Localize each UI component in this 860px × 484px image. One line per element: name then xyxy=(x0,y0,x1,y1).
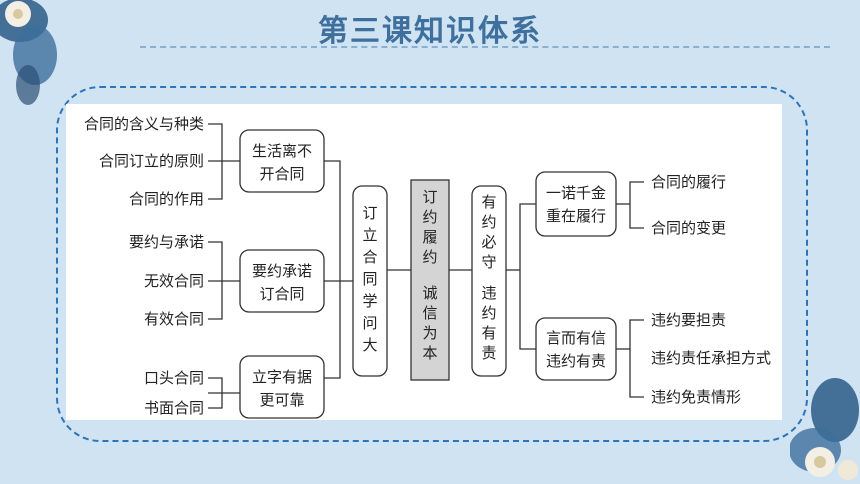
center-left-text: 订 立 合 同 学 问 大 xyxy=(362,204,377,354)
center-right-char: 有 xyxy=(481,324,496,342)
box-offer-accept-line1: 要约承诺 xyxy=(252,262,312,280)
leaf-exemption-cases: 违约免责情形 xyxy=(651,388,741,406)
center-right-char: 有 xyxy=(481,193,496,211)
center-main-char: 信 xyxy=(422,304,437,322)
center-left-char: 合 xyxy=(362,248,377,266)
leaf-contract-meaning: 合同的含义与种类 xyxy=(84,115,204,133)
page-title: 第三课知识体系 xyxy=(318,14,542,49)
box-center-left xyxy=(352,185,388,377)
box-keep-promise-line2: 重在履行 xyxy=(546,207,606,225)
center-main-char: 约 xyxy=(422,248,437,266)
leaf-offer-acceptance: 要约与承诺 xyxy=(129,233,204,251)
center-main-char: 为 xyxy=(422,324,437,342)
center-right-char: 违 xyxy=(481,284,496,302)
box-life-contract-line1: 生活离不 xyxy=(252,142,312,160)
center-main-char: 诚 xyxy=(422,284,437,302)
dashed-frame xyxy=(56,86,808,442)
boxes xyxy=(239,129,617,419)
box-written-reliable xyxy=(239,355,325,419)
center-left-char: 学 xyxy=(362,292,377,310)
leaf-contract-performance: 合同的履行 xyxy=(651,173,726,191)
center-main-char: 履 xyxy=(422,228,437,246)
connectors xyxy=(208,123,644,409)
leaf-written-contract: 书面合同 xyxy=(144,399,204,417)
box-life-contract xyxy=(239,129,325,193)
center-main-text: 订 约 履 约 诚 信 为 本 xyxy=(422,188,437,362)
box-written-reliable-line1: 立字有据 xyxy=(252,368,312,386)
box-breach-liability-line1: 言而有信 xyxy=(546,329,606,347)
center-left-char: 立 xyxy=(362,226,377,244)
box-breach-liability xyxy=(535,317,617,381)
center-right-char: 约 xyxy=(481,304,496,322)
leaf-contract-role: 合同的作用 xyxy=(129,190,204,208)
box-life-contract-line2: 开合同 xyxy=(259,165,304,183)
center-left-char: 问 xyxy=(362,314,377,332)
center-main-char: 本 xyxy=(422,344,437,362)
leaf-oral-contract: 口头合同 xyxy=(144,369,204,387)
center-main-char: 订 xyxy=(422,188,437,206)
center-right-char: 守 xyxy=(481,253,496,271)
leaf-invalid-contract: 无效合同 xyxy=(144,272,204,290)
box-offer-accept xyxy=(239,249,325,313)
flower-decoration-bottom-right xyxy=(790,378,859,480)
box-breach-liability-line2: 违约有责 xyxy=(546,352,606,370)
center-right-char: 约 xyxy=(481,213,496,231)
labels: 合同的含义与种类 合同订立的原则 合同的作用 要约与承诺 无效合同 有效合同 口… xyxy=(84,115,771,417)
leaf-contract-principle: 合同订立的原则 xyxy=(99,152,204,170)
box-keep-promise-line1: 一诺千金 xyxy=(546,184,606,202)
leaf-valid-contract: 有效合同 xyxy=(144,310,204,328)
box-offer-accept-line2: 订合同 xyxy=(259,285,304,303)
center-left-char: 同 xyxy=(362,270,377,288)
center-main-char: 约 xyxy=(422,208,437,226)
leaf-liability-methods: 违约责任承担方式 xyxy=(651,349,771,367)
center-right-char: 责 xyxy=(481,344,496,362)
box-center-main xyxy=(410,179,450,381)
center-right-char: 必 xyxy=(481,233,496,251)
center-left-char: 大 xyxy=(362,336,377,354)
box-center-right xyxy=(471,185,507,377)
leaf-breach-responsibility: 违约要担责 xyxy=(651,311,726,329)
leaf-contract-change: 合同的变更 xyxy=(651,219,726,237)
center-left-char: 订 xyxy=(362,204,377,222)
box-written-reliable-line2: 更可靠 xyxy=(259,391,304,409)
center-right-text: 有 约 必 守 违 约 有 责 xyxy=(481,193,496,362)
box-keep-promise xyxy=(535,171,617,237)
flower-decoration-top-left xyxy=(0,0,57,105)
title-divider xyxy=(140,46,830,48)
